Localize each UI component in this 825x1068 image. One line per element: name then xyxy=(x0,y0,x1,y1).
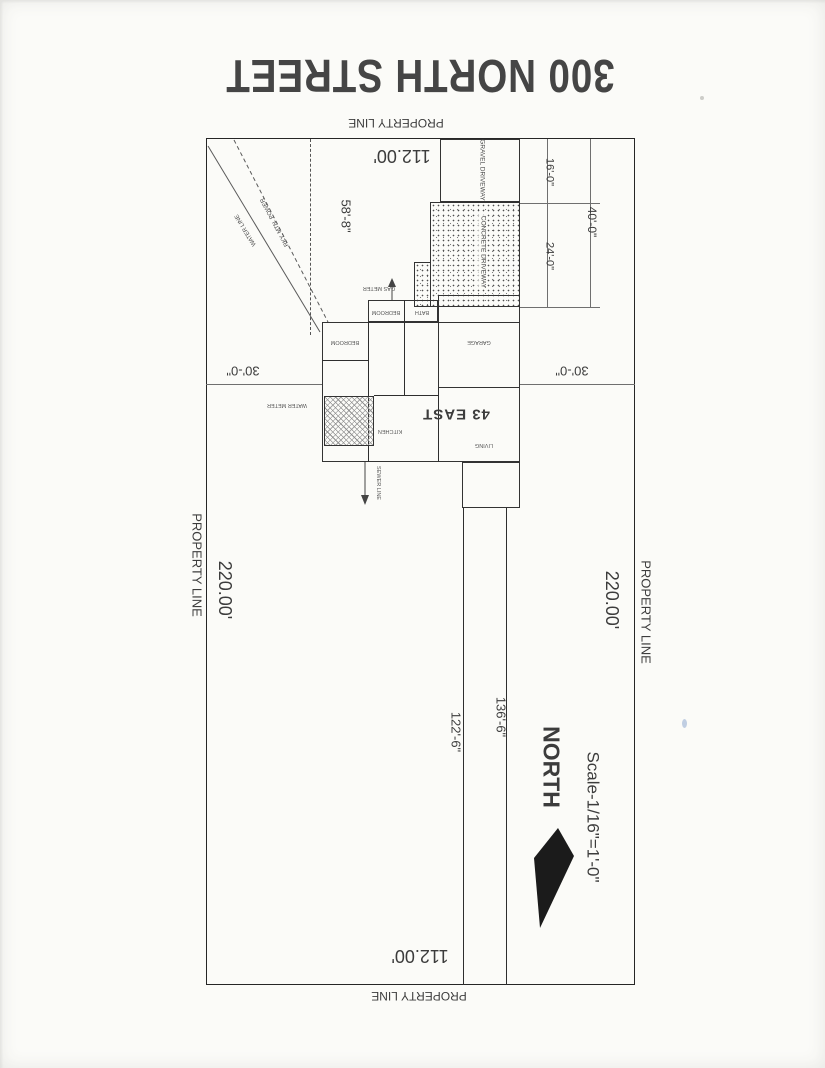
ext-line-bottom xyxy=(520,307,600,308)
wall-h1 xyxy=(322,360,368,361)
room-label-living: LIVING xyxy=(474,441,494,448)
scan-speck-gray xyxy=(700,96,704,100)
house-upper-rooms xyxy=(368,300,438,322)
garage-body xyxy=(438,295,520,388)
north-arrow xyxy=(534,828,574,928)
house-number: 43 EAST xyxy=(422,405,490,423)
room-label-bedroom-1: BEDROOM xyxy=(371,308,401,315)
wall-v2 xyxy=(404,322,405,395)
sewer-line-label: SEWER LINE xyxy=(374,466,381,500)
room-label-kitchen: KITCHEN xyxy=(377,427,403,434)
walkway-right-edge xyxy=(506,508,508,985)
property-boundary xyxy=(206,138,635,985)
gas-meter-label: GAS METER xyxy=(362,284,396,291)
dim-line-outer xyxy=(590,139,591,307)
room-label-bedroom-2: BEDROOM xyxy=(330,338,360,345)
dim-16-0: 16'-0" xyxy=(543,157,556,187)
dim-58-8: 58'-8" xyxy=(338,199,354,233)
wall-v3 xyxy=(438,388,439,462)
wall-v1 xyxy=(368,322,369,462)
concrete-driveway-label: CONCRETE DRIVEWAY xyxy=(478,214,487,290)
north-label: NORTH xyxy=(538,726,565,808)
setback-line-west xyxy=(206,384,322,385)
wall-h2 xyxy=(374,395,438,396)
dim-30-0-west: 30'-0" xyxy=(226,363,260,379)
sewer-arrowhead xyxy=(361,495,369,505)
room-label-bath: BATH xyxy=(414,308,430,315)
wall-upper-divider xyxy=(404,300,405,322)
dim-122-6: 122'-6" xyxy=(448,711,464,753)
setback-line-east xyxy=(520,384,635,385)
walkway-left-edge xyxy=(463,508,465,985)
gas-meter-arrowhead xyxy=(388,278,396,287)
power-line-path xyxy=(233,139,329,323)
concrete-driveway-area xyxy=(430,202,520,307)
scale-note: Scale-1/16"=1'-0" xyxy=(583,751,603,883)
dim-line-inner xyxy=(547,139,548,307)
room-label-garage: GARAGE xyxy=(467,338,491,345)
water-meter-label: WATER METER xyxy=(266,401,308,408)
dim-24-0: 24'-0" xyxy=(543,241,556,271)
scan-speck-blue xyxy=(682,719,687,728)
dim-40-0: 40'-0" xyxy=(585,206,599,238)
water-line-path xyxy=(207,145,321,333)
gravel-driveway-area xyxy=(440,139,520,202)
concrete-driveway-notch xyxy=(414,262,431,307)
dashed-utility-line xyxy=(310,139,311,335)
dim-136-6: 136'-6" xyxy=(493,696,509,738)
dim-30-0-east: 30'-0" xyxy=(555,363,589,379)
house-main-body xyxy=(322,322,520,462)
porch xyxy=(462,462,520,508)
gravel-driveway-label: GRAVEL DRIVEWAY xyxy=(478,139,486,201)
patio-deck-area xyxy=(324,396,374,446)
ext-line-mid xyxy=(520,203,600,204)
